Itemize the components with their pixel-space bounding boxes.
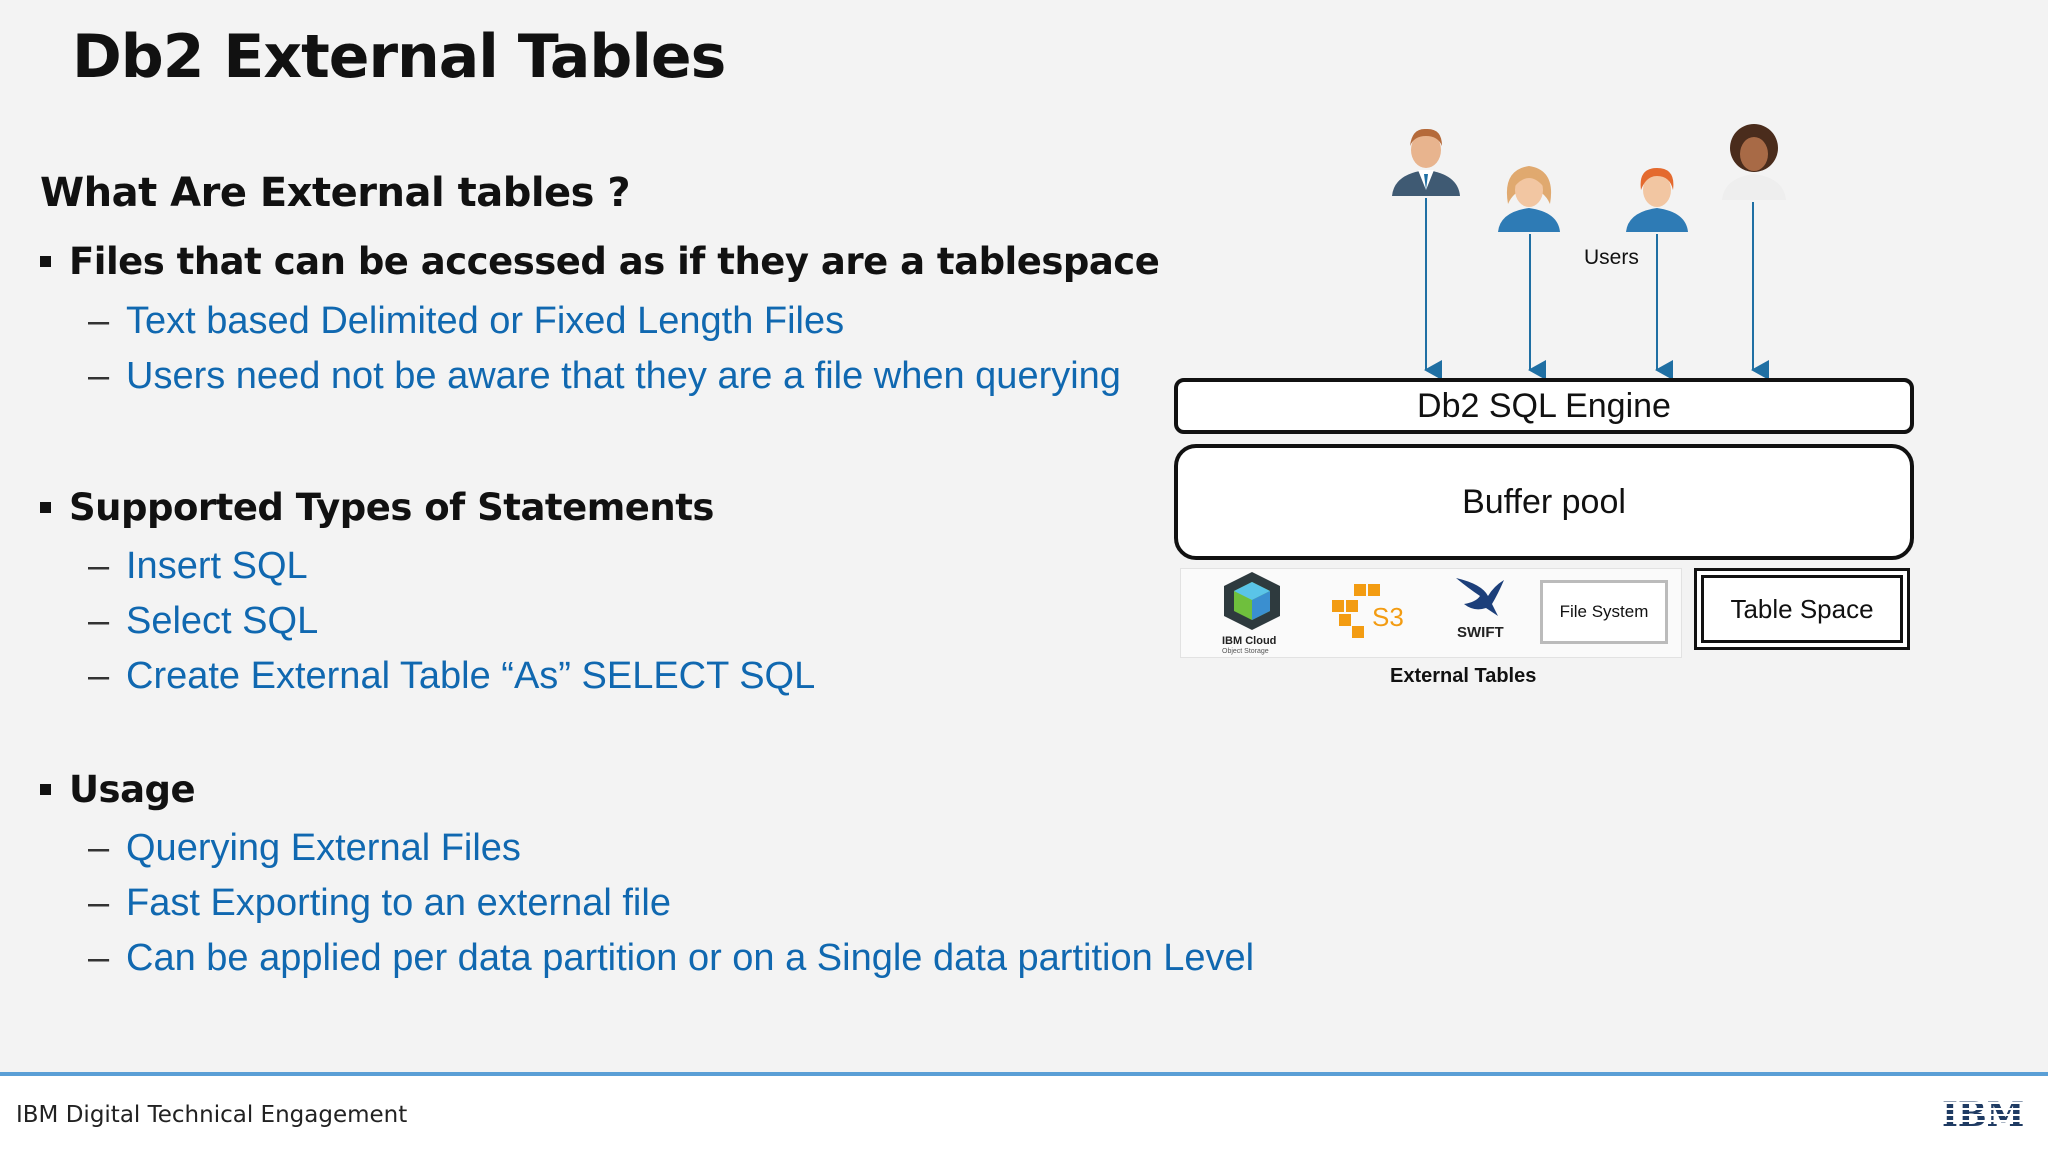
dash-icon: – <box>88 882 110 924</box>
footer-text: IBM Digital Technical Engagement <box>16 1102 408 1128</box>
dash-icon: – <box>88 300 110 342</box>
sub-item-usage-2: – Fast Exporting to an external file <box>88 882 671 925</box>
table-space-box: Table Space <box>1694 568 1910 650</box>
sub-item-label: Insert SQL <box>126 545 308 587</box>
sub-item-usage-3: – Can be applied per data partition or o… <box>88 937 1254 980</box>
dash-icon: – <box>88 827 110 869</box>
ibm-cloud-label: IBM Cloud <box>1222 635 1277 647</box>
sub-item-files-1: – Text based Delimited or Fixed Length F… <box>88 300 844 343</box>
dash-icon: – <box>88 600 110 642</box>
external-tables-label: External Tables <box>1390 665 1537 687</box>
dash-icon: – <box>88 655 110 697</box>
user-female-2-icon <box>1626 168 1688 232</box>
user-female-1-icon <box>1498 166 1560 232</box>
aws-s3-icon <box>1332 584 1380 638</box>
sub-item-statements-3: – Create External Table “As” SELECT SQL <box>88 655 815 698</box>
sub-item-statements-2: – Select SQL <box>88 600 318 643</box>
swift-label: SWIFT <box>1457 624 1504 641</box>
footer-divider <box>0 1072 2048 1076</box>
section-heading-what: What Are External tables ? <box>40 170 631 216</box>
ibm-cloud-sublabel: Object Storage <box>1222 648 1269 655</box>
user-female-3-icon <box>1722 124 1786 200</box>
ibm-logo-stripes <box>1940 1102 2024 1122</box>
buffer-pool-box: Buffer pool <box>1174 444 1914 560</box>
bullet-files: Files that can be accessed as if they ar… <box>40 240 1160 283</box>
s3-label: S3 <box>1372 602 1404 632</box>
sub-item-label: Querying External Files <box>126 827 521 869</box>
swift-bird-icon <box>1456 578 1504 616</box>
file-system-label: File System <box>1559 602 1649 621</box>
sub-item-label: Select SQL <box>126 600 319 642</box>
sub-item-label: Can be applied per data partition or on … <box>126 937 1255 979</box>
sub-item-label: Text based Delimited or Fixed Length Fil… <box>126 300 845 342</box>
bullet-files-label: Files that can be accessed as if they ar… <box>69 240 1160 283</box>
ibm-logo: IBM <box>1940 1096 2024 1132</box>
slide-title: Db2 External Tables <box>72 22 726 92</box>
dash-icon: – <box>88 355 110 397</box>
bullet-square-icon <box>40 784 51 795</box>
users-label: Users <box>1584 246 1639 269</box>
file-system-box: File System <box>1540 580 1668 644</box>
sub-item-statements-1: – Insert SQL <box>88 545 308 588</box>
engine-label: Db2 SQL Engine <box>1417 386 1671 425</box>
ibm-cloud-storage-icon <box>1224 572 1280 630</box>
dash-icon: – <box>88 937 110 979</box>
bullet-statements: Supported Types of Statements <box>40 486 714 529</box>
buffer-pool-label: Buffer pool <box>1462 482 1626 521</box>
bullet-square-icon <box>40 256 51 267</box>
bullet-usage-label: Usage <box>69 768 196 811</box>
user-male-1-icon <box>1392 128 1460 196</box>
bullet-statements-label: Supported Types of Statements <box>69 486 714 529</box>
bullet-square-icon <box>40 502 51 513</box>
db2-sql-engine-box: Db2 SQL Engine <box>1174 378 1914 434</box>
sub-item-usage-1: – Querying External Files <box>88 827 521 870</box>
footer <box>0 1076 2048 1152</box>
sub-item-label: Fast Exporting to an external file <box>126 882 671 924</box>
table-space-label: Table Space <box>1730 593 1874 624</box>
dash-icon: – <box>88 545 110 587</box>
sub-item-label: Users need not be aware that they are a … <box>126 355 1121 397</box>
sub-item-label: Create External Table “As” SELECT SQL <box>126 655 816 697</box>
bullet-usage: Usage <box>40 768 196 811</box>
sub-item-files-2: – Users need not be aware that they are … <box>88 355 1121 398</box>
